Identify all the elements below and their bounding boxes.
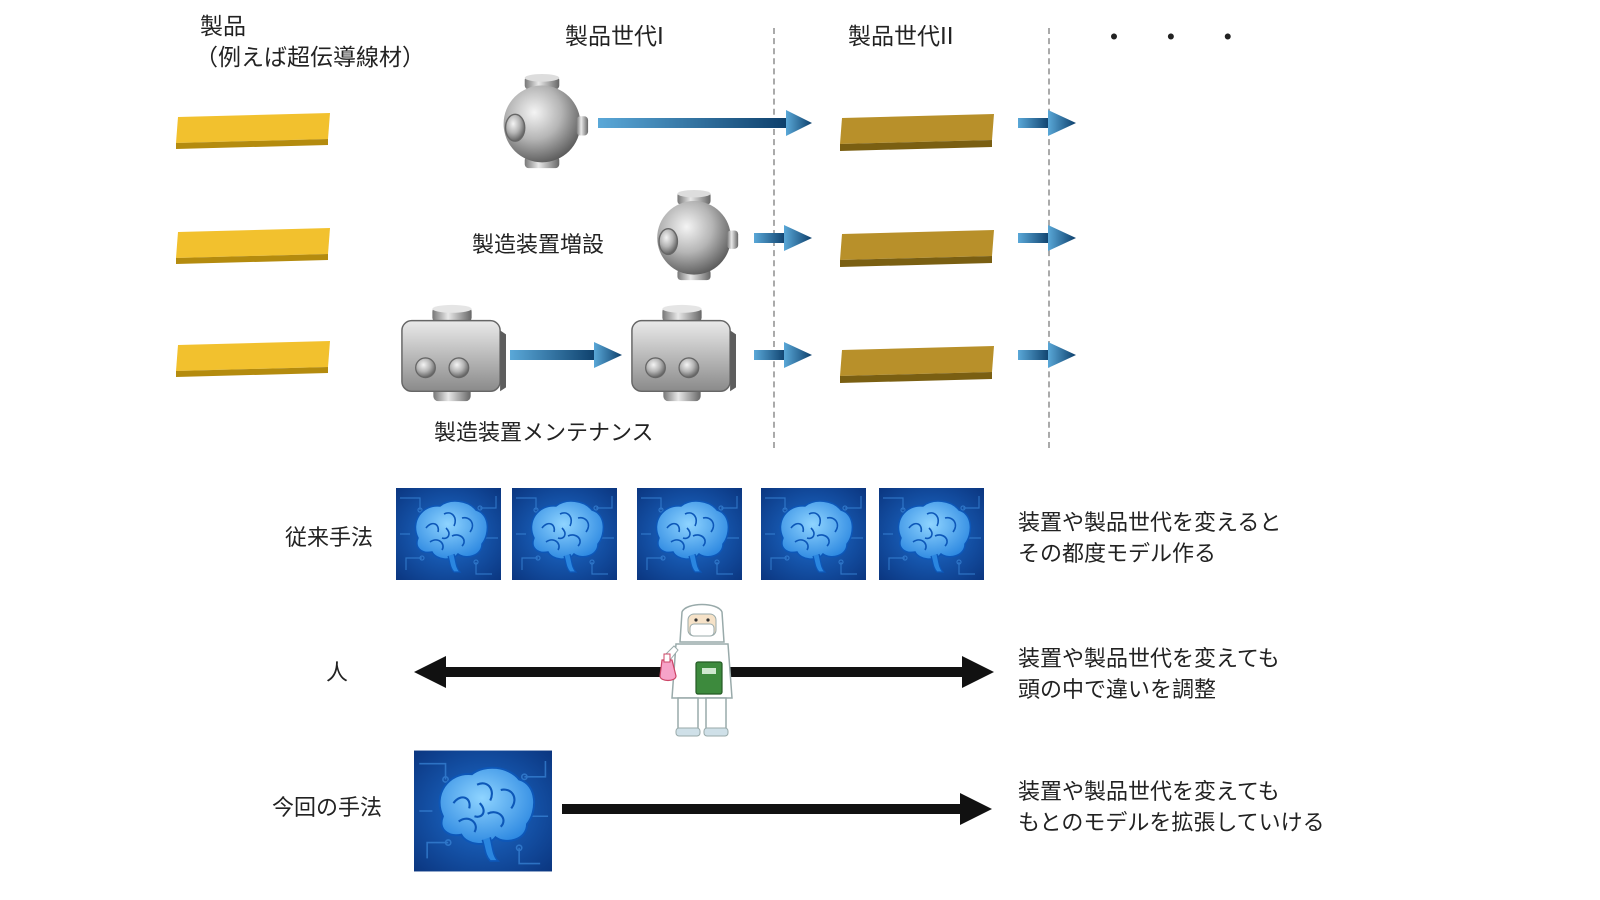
model-extension-arrow: [562, 793, 992, 825]
proposed-method-label: 今回の手法: [272, 796, 383, 821]
product-plate-gen2-row2: [840, 230, 994, 267]
add-equipment-label: 製造装置増設: [472, 233, 605, 258]
proposed-desc-line1: 装置や製品世代を変えても: [1018, 780, 1280, 805]
flow-arrow-row3-maintenance: [510, 342, 622, 368]
human-desc-line2: 頭の中で違いを調整: [1018, 678, 1217, 703]
flow-arrow-row1-gen1: [598, 110, 812, 136]
flow-arrow-row2-gen2: [1018, 225, 1076, 251]
brain-ai-icon: [879, 488, 984, 580]
human-desc-line1: 装置や製品世代を変えても: [1018, 647, 1280, 672]
product-example-label: （例えば超伝導線材）: [195, 45, 425, 71]
generation-2-label: 製品世代II: [848, 24, 954, 50]
conventional-desc-line2: その都度モデル作る: [1018, 542, 1217, 567]
researcher-icon: [659, 603, 733, 737]
flow-arrow-row3-gen1: [754, 342, 812, 368]
brain-ai-icon: [637, 488, 742, 580]
brain-ai-icon: [512, 488, 617, 580]
conventional-desc-line1: 装置や製品世代を変えると: [1018, 511, 1282, 536]
conventional-method-label: 従来手法: [285, 526, 374, 551]
production-flow-diagram: [176, 110, 1076, 383]
flow-arrow-row1-gen2: [1018, 110, 1076, 136]
product-plate-gen1-row3: [176, 341, 330, 377]
round-machine-icon: [648, 186, 740, 286]
generation-1-label: 製品世代I: [565, 24, 664, 50]
product-label: 製品: [200, 14, 246, 40]
brain-ai-icon: [414, 750, 552, 872]
equipment-maintenance-label: 製造装置メンテナンス: [434, 421, 654, 446]
brain-ai-icon: [761, 488, 866, 580]
flow-arrow-row3-gen2: [1018, 342, 1076, 368]
flow-arrow-row2-gen1: [754, 225, 812, 251]
product-plate-gen2-row1: [840, 114, 994, 151]
continuation-ellipsis: ・ ・ ・: [1100, 21, 1252, 54]
proposed-desc-line2: もとのモデルを拡張していける: [1018, 811, 1325, 836]
human-label: 人: [326, 661, 349, 686]
box-machine-icon: [398, 304, 506, 404]
brain-ai-icon: [396, 488, 501, 580]
product-plate-gen1-row1: [176, 113, 330, 149]
round-machine-icon: [494, 70, 590, 174]
box-machine-icon: [628, 304, 736, 404]
product-plate-gen2-row3: [840, 346, 994, 383]
product-plate-gen1-row2: [176, 228, 330, 264]
